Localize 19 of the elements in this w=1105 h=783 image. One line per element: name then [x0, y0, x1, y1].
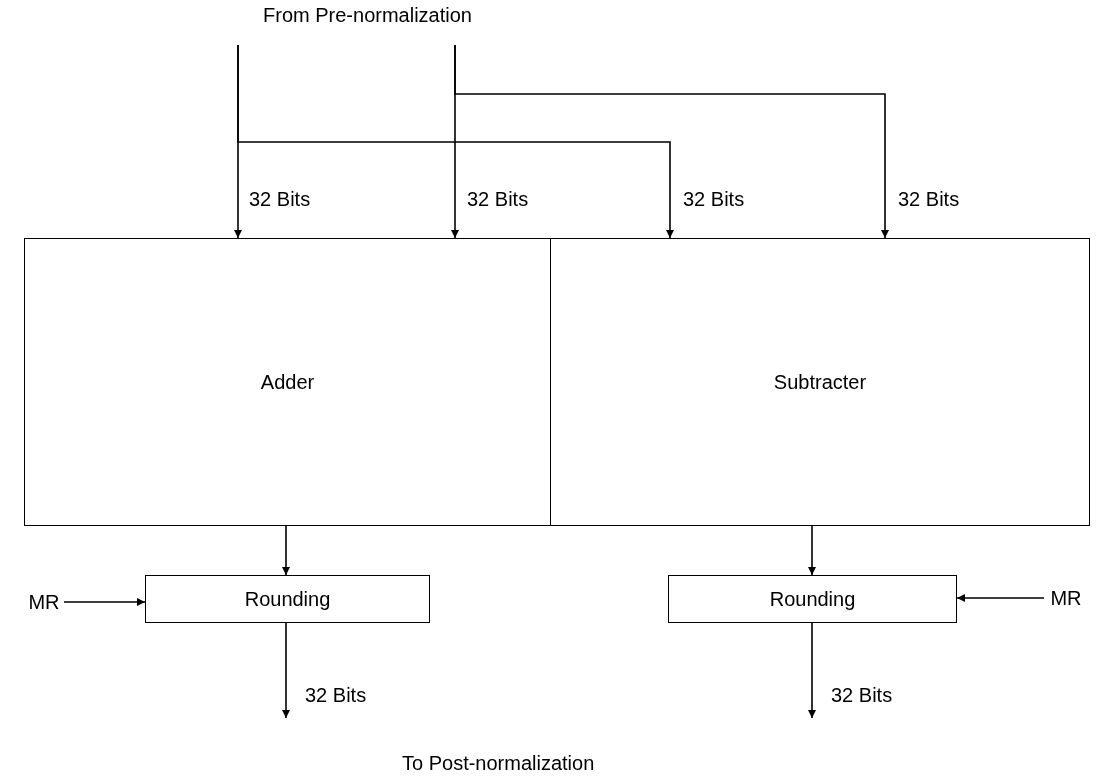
arrow: [282, 525, 290, 576]
arrow: [282, 622, 290, 719]
block-label: Adder: [260, 370, 315, 394]
signal-label: MR: [1050, 586, 1082, 610]
signal-label: MR: [28, 590, 60, 614]
block-label: Rounding: [244, 587, 331, 611]
arrow: [237, 44, 674, 239]
arrow: [956, 594, 1045, 602]
source-label: From Pre-normalization: [263, 4, 472, 27]
arrow: [63, 598, 146, 606]
adder-block: [24, 238, 551, 526]
arrow: [454, 44, 889, 239]
block-label: Subtracter: [773, 370, 867, 394]
arrow: [808, 525, 816, 576]
rounding-block: [145, 575, 430, 623]
block-label: Rounding: [769, 587, 856, 611]
arrow: [808, 622, 816, 719]
rounding-block: [668, 575, 957, 623]
subtracter-block: [550, 238, 1090, 526]
